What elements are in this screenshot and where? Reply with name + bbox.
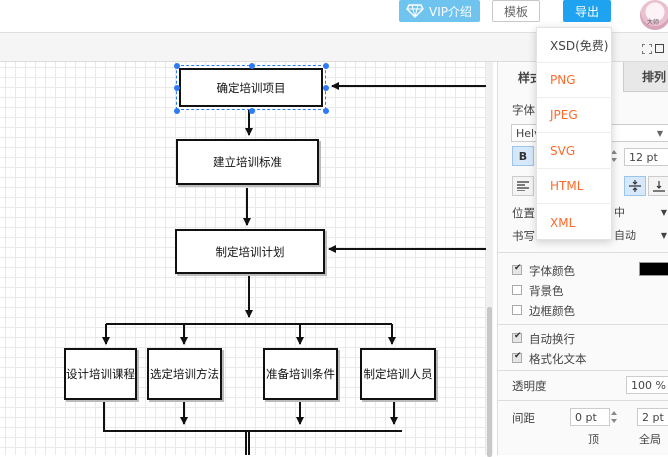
bold-button[interactable]: B xyxy=(512,146,534,166)
connector-layer xyxy=(102,82,493,455)
template-button[interactable]: 模板 xyxy=(492,0,540,22)
resize-handle[interactable] xyxy=(323,108,329,114)
writing-select[interactable]: 自动 ▼ xyxy=(610,226,668,244)
spacing-top-input[interactable]: 0 pt xyxy=(570,408,610,426)
font-color-checkbox[interactable] xyxy=(512,263,522,275)
node-confirm-training-project[interactable]: 确定培训项目 xyxy=(174,63,329,114)
diamond-icon xyxy=(406,4,424,18)
font-color-swatch[interactable] xyxy=(639,262,668,276)
font-size-value: 12 pt xyxy=(629,150,658,164)
node-label: 确定培训项目 xyxy=(216,80,286,95)
background-color-checkbox[interactable] xyxy=(512,285,522,295)
node-label: 准备培训条件 xyxy=(266,367,335,381)
align-bottom-icon xyxy=(653,181,665,192)
export-button[interactable]: 导出 xyxy=(563,0,611,22)
resize-handle[interactable] xyxy=(249,108,255,114)
chevron-down-icon: ▼ xyxy=(656,128,663,138)
top-bar: VIP介绍 模板 导出 大师 xyxy=(0,0,668,32)
vip-intro-button[interactable]: VIP介绍 xyxy=(399,0,480,22)
position-value: 中 xyxy=(614,206,625,219)
formatted-text-label: 格式化文本 xyxy=(529,352,587,366)
resize-handle[interactable] xyxy=(174,85,180,91)
position-select[interactable]: 中 ▼ xyxy=(610,203,668,221)
node-build-training-standard[interactable]: 建立培训标准 xyxy=(176,139,319,185)
font-size-input[interactable]: 12 pt xyxy=(624,148,668,166)
export-html[interactable]: HTML xyxy=(537,169,613,204)
word-wrap-label: 自动换行 xyxy=(529,332,575,346)
resize-handle[interactable] xyxy=(249,63,255,69)
panel-toggle-icon[interactable] xyxy=(655,44,664,53)
word-wrap-checkbox[interactable] xyxy=(512,331,522,343)
vip-intro-label: VIP介绍 xyxy=(429,4,472,19)
spacing-top-value: 0 pt xyxy=(575,410,597,424)
export-svg[interactable]: SVG xyxy=(537,134,613,169)
divider xyxy=(498,324,668,325)
position-label: 位置 xyxy=(512,206,535,220)
spacing-all-caption: 全局 xyxy=(639,433,661,446)
spacing-all-value: 2 pt xyxy=(642,410,664,424)
node-label: 建立培训标准 xyxy=(213,155,282,169)
border-color-label: 边框颜色 xyxy=(529,304,575,318)
export-xsd[interactable]: XSD(免费) xyxy=(537,28,613,63)
spacing-top-caption: 顶 xyxy=(588,433,599,446)
writing-value: 自动 xyxy=(614,229,636,242)
tab-arrange[interactable]: 排列 xyxy=(623,62,668,92)
resize-handle[interactable] xyxy=(323,85,329,91)
divider xyxy=(498,400,668,401)
align-middle-button[interactable] xyxy=(624,176,646,196)
avatar-text: 大师 xyxy=(647,19,660,26)
node-label: 制定培训人员 xyxy=(363,367,433,381)
avatar[interactable]: 大师 xyxy=(640,0,668,30)
resize-handle[interactable] xyxy=(323,63,329,69)
node-label: 制定培训计划 xyxy=(215,244,285,259)
opacity-value: 100 % xyxy=(631,378,666,392)
node-assign-staff[interactable]: 制定培训人员 xyxy=(360,348,436,400)
node-prepare-conditions[interactable]: 准备培训条件 xyxy=(263,348,338,400)
resize-handle[interactable] xyxy=(174,108,180,114)
node-design-course[interactable]: 设计培训课程 xyxy=(64,348,137,400)
node-make-training-plan[interactable]: 制定培训计划 xyxy=(175,229,325,274)
writing-label: 书写 xyxy=(512,229,535,243)
formatted-text-checkbox[interactable] xyxy=(512,351,522,363)
opacity-input[interactable]: 100 % xyxy=(626,376,668,394)
divider xyxy=(498,370,668,371)
resize-handle[interactable] xyxy=(174,63,180,69)
canvas-scrollbar[interactable] xyxy=(486,62,493,457)
font-color-label: 字体颜色 xyxy=(529,264,575,278)
scrollbar-thumb[interactable] xyxy=(487,307,492,457)
font-size-spinner[interactable] xyxy=(610,148,617,164)
export-jpeg[interactable]: JPEG xyxy=(537,98,613,133)
node-label: 设计培训课程 xyxy=(66,367,135,381)
chevron-down-icon: ▼ xyxy=(660,230,667,240)
opacity-label: 透明度 xyxy=(512,379,547,393)
export-menu: XSD(免费) PNG JPEG SVG HTML XML xyxy=(536,27,613,240)
align-left-icon xyxy=(517,181,529,191)
border-color-checkbox[interactable] xyxy=(512,305,522,315)
export-xml[interactable]: XML xyxy=(550,215,576,230)
align-bottom-button[interactable] xyxy=(648,176,668,196)
font-label: 字体 xyxy=(512,103,535,117)
align-middle-icon xyxy=(629,180,641,192)
spacing-all-input[interactable]: 2 pt xyxy=(637,408,668,426)
spacing-label: 间距 xyxy=(512,411,535,425)
background-color-label: 背景色 xyxy=(529,284,564,298)
fullscreen-icon[interactable] xyxy=(642,44,652,54)
node-label: 选定培训方法 xyxy=(150,367,219,381)
chevron-down-icon: ▼ xyxy=(660,207,667,217)
spacing-top-spinner[interactable] xyxy=(610,409,617,425)
diagram-canvas[interactable]: 确定培训项目 建立培训标准 制定培训计划 设计培训课程 选定培训方法 准备培训条… xyxy=(0,62,493,455)
divider xyxy=(498,252,668,253)
node-select-method[interactable]: 选定培训方法 xyxy=(147,348,222,400)
export-png[interactable]: PNG xyxy=(537,63,613,98)
align-left-button[interactable] xyxy=(512,176,534,196)
